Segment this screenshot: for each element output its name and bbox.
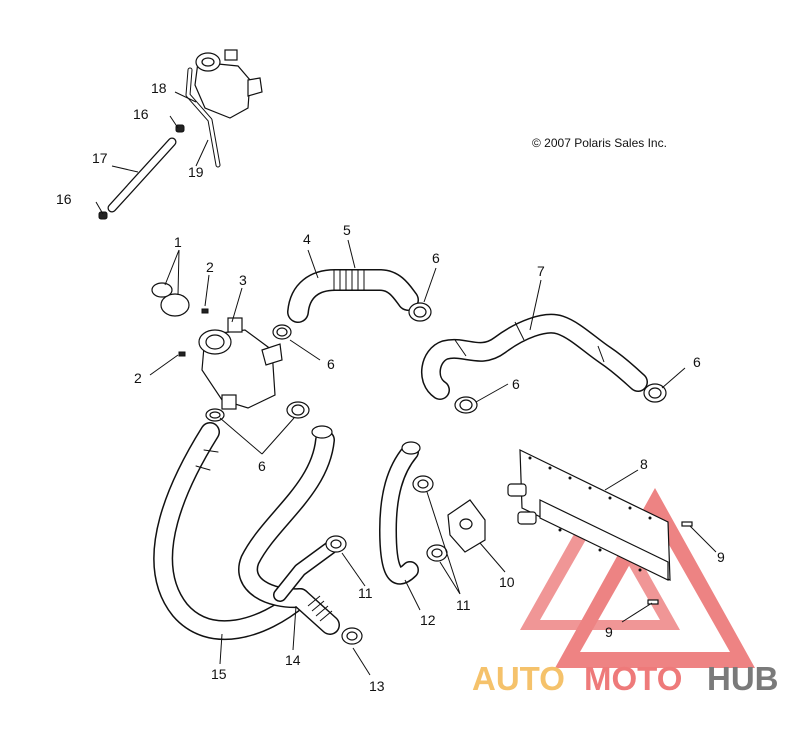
callout-16: 16 — [133, 106, 149, 122]
callout-18: 18 — [151, 80, 167, 96]
callout-16: 16 — [56, 191, 72, 207]
callout-15: 15 — [211, 666, 227, 682]
callout-2: 2 — [134, 370, 142, 386]
callout-9: 9 — [717, 549, 725, 565]
hose-14 — [238, 425, 340, 635]
watermark-logo: AUTO MOTO HUB — [472, 660, 779, 697]
watermark-auto: AUTO — [472, 660, 565, 697]
clamp-6-c — [286, 401, 310, 419]
callout-3: 3 — [239, 272, 247, 288]
hose-4-5 — [287, 269, 419, 323]
clamp-11-c — [426, 544, 448, 562]
clamp-6-e — [454, 396, 478, 414]
callout-labels: 1 2 3 2 4 5 6 6 6 6 6 7 8 9 9 10 11 11 1… — [56, 80, 725, 694]
callout-19: 19 — [188, 164, 204, 180]
clamp-6-a — [408, 302, 432, 322]
callout-7: 7 — [537, 263, 545, 279]
callout-11: 11 — [456, 597, 471, 613]
hose-15 — [153, 422, 310, 641]
callout-2: 2 — [206, 259, 214, 275]
callout-6: 6 — [327, 356, 335, 372]
hose-7 — [421, 313, 648, 400]
callout-14: 14 — [285, 652, 301, 668]
clamps — [205, 302, 667, 645]
callout-9: 9 — [605, 624, 613, 640]
callout-8: 8 — [640, 456, 648, 472]
callout-10: 10 — [499, 574, 515, 590]
clamp-13 — [341, 627, 363, 645]
callout-13: 13 — [369, 678, 385, 694]
clamp-6-f — [643, 383, 667, 403]
clamp-11-a — [325, 535, 347, 553]
copyright-notice: © 2007 Polaris Sales Inc. — [532, 136, 667, 150]
callout-6: 6 — [432, 250, 440, 266]
ribbed-section — [307, 595, 333, 622]
clamp-11-b — [412, 475, 434, 493]
callout-6: 6 — [693, 354, 701, 370]
coolant-tank — [151, 282, 283, 410]
overflow-bottle-assembly — [98, 49, 263, 220]
clamp-6-d — [205, 408, 225, 422]
watermark-moto: MOTO — [584, 660, 682, 697]
watermark-triangle — [520, 488, 755, 668]
callout-12: 12 — [420, 612, 436, 628]
bracket-10 — [447, 499, 486, 553]
hose-17 — [107, 137, 177, 213]
heat-exchanger-8 — [507, 449, 693, 605]
clamp-6-b — [272, 324, 292, 340]
callout-1: 1 — [174, 234, 182, 250]
watermark-hub: HUB — [707, 660, 779, 697]
callout-11: 11 — [358, 585, 373, 601]
callout-6: 6 — [258, 458, 266, 474]
hose-12 — [379, 441, 421, 585]
callout-4: 4 — [303, 231, 311, 247]
leader-lines — [95, 91, 717, 676]
callout-17: 17 — [92, 150, 108, 166]
callout-5: 5 — [343, 222, 351, 238]
callout-6: 6 — [512, 376, 520, 392]
